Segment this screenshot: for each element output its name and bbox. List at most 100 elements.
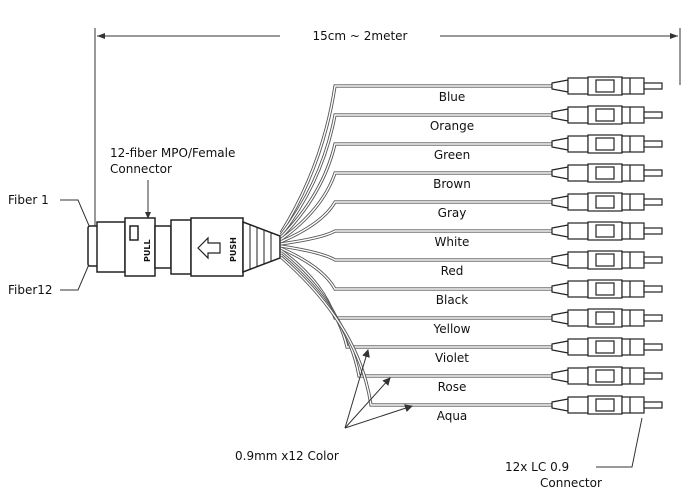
lc-front: [621, 367, 645, 385]
fiber-red: [280, 245, 552, 261]
lc-callout: 12x LC 0.9 Connector: [505, 417, 643, 490]
lc-boot: [551, 195, 569, 209]
fiber-orange: [280, 114, 552, 236]
lc-ferrule: [643, 82, 663, 90]
mpo-ferrule: [96, 221, 126, 273]
lc-body: [567, 193, 589, 211]
lc-front: [621, 106, 645, 124]
fiber-blue: [280, 85, 552, 234]
lc-front: [621, 251, 645, 269]
fiber-label-orange: Orange: [430, 119, 474, 133]
lc-front: [621, 193, 645, 211]
mpo-label-line2: Connector: [110, 162, 172, 176]
mpo-leader-arrow: [145, 212, 151, 219]
lc-front: [621, 222, 645, 240]
lc-body: [567, 251, 589, 269]
fiber-group: BlueOrangeGreenBrownGrayWhiteRedBlackYel…: [279, 76, 663, 423]
fiber-end-callouts: Fiber 1 Fiber12: [8, 193, 91, 297]
lc-latch: [595, 224, 615, 238]
fiber-label-green: Green: [434, 148, 470, 162]
lc-body: [567, 338, 589, 356]
lc-latch: [595, 137, 615, 151]
lc-connector-11: [551, 366, 663, 386]
fiber-green-outline: [279, 142, 552, 239]
lc-front: [621, 280, 645, 298]
fiber-first-label: Fiber 1: [8, 193, 49, 207]
lc-connector-4: [551, 163, 663, 183]
lc-ferrule: [643, 285, 663, 293]
lc-boot: [551, 340, 569, 354]
lc-front: [621, 338, 645, 356]
lc-connector-7: [551, 250, 663, 270]
lc-boot: [551, 311, 569, 325]
lc-body: [567, 222, 589, 240]
lc-boot: [551, 282, 569, 296]
strain-relief-ribs: [249, 225, 272, 269]
lc-front: [621, 309, 645, 327]
spec-arrow-3: [344, 404, 413, 429]
lc-connector-8: [551, 279, 663, 299]
fiber-label-blue: Blue: [439, 90, 466, 104]
lc-latch: [595, 340, 615, 354]
dimension-arrow-right: [670, 33, 678, 39]
fiber-label-white: White: [435, 235, 470, 249]
lc-label-line2: Connector: [540, 476, 602, 490]
lc-boot: [551, 108, 569, 122]
fiber-gray: [280, 201, 552, 243]
fiber-spec-label: 0.9mm x12 Color: [235, 449, 339, 463]
mpo-strain-relief: [242, 220, 281, 274]
lc-boot: [551, 166, 569, 180]
mpo-connector: [87, 217, 281, 277]
fiber-green: [280, 143, 552, 238]
lc-ferrule: [643, 111, 663, 119]
lc-boot: [551, 369, 569, 383]
fiber-label-rose: Rose: [438, 380, 467, 394]
fiber-white-outline: [280, 229, 552, 246]
lc-connector-1: [551, 76, 663, 96]
length-dimension: 15cm ~ 2meter: [94, 28, 681, 235]
fiber-label-yellow: Yellow: [433, 322, 471, 336]
fiber-label-black: Black: [436, 293, 469, 307]
lc-boot: [551, 253, 569, 267]
fiber-last-label: Fiber12: [8, 283, 53, 297]
lc-latch: [595, 79, 615, 93]
fiber-label-aqua: Aqua: [437, 409, 468, 423]
lc-latch: [595, 195, 615, 209]
lc-latch: [595, 166, 615, 180]
lc-ferrule: [643, 256, 663, 264]
pull-text: PULL: [143, 239, 152, 262]
fiber-brown: [280, 172, 552, 241]
fiber-first-leader: [60, 199, 91, 229]
fiber-white: [280, 230, 552, 245]
lc-connector-12: [551, 395, 663, 415]
lc-connector-10: [551, 337, 663, 357]
lc-front: [621, 396, 645, 414]
lc-ferrule: [643, 169, 663, 177]
lc-latch: [595, 398, 615, 412]
dimension-arrow-left: [97, 33, 105, 39]
lc-body: [567, 77, 589, 95]
lc-front: [621, 77, 645, 95]
push-text: PUSH: [229, 237, 238, 262]
lc-front: [621, 135, 645, 153]
spec-arrow-1: [344, 349, 370, 429]
fiber-last-leader: [60, 261, 91, 291]
mpo-label-line1: 12-fiber MPO/Female: [110, 146, 235, 160]
lc-connector-5: [551, 192, 663, 212]
lc-connector-9: [551, 308, 663, 328]
fiber-aqua-outline: [279, 255, 552, 407]
lc-latch: [595, 311, 615, 325]
lc-ferrule: [643, 198, 663, 206]
mpo-collar: [170, 219, 192, 275]
lc-latch: [595, 108, 615, 122]
fiber-black: [280, 247, 552, 290]
lc-connector-2: [551, 105, 663, 125]
length-label: 15cm ~ 2meter: [313, 29, 408, 43]
lc-connector-3: [551, 134, 663, 154]
fiber-label-brown: Brown: [433, 177, 471, 191]
lc-latch: [595, 282, 615, 296]
lc-latch: [595, 253, 615, 267]
mpo-callout: 12-fiber MPO/Female Connector: [110, 146, 235, 219]
mpo-housing-rear: [154, 225, 172, 269]
